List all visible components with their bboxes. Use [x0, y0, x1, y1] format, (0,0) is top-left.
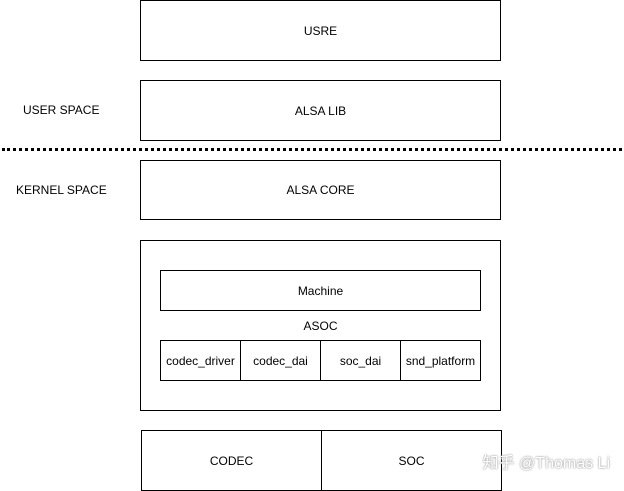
snd-platform-box: snd_platform [400, 340, 481, 381]
codec-hw-box: CODEC [141, 430, 322, 491]
snd-platform-label: snd_platform [405, 353, 476, 368]
usre-layer-label: USRE [303, 23, 338, 38]
alsa-lib-label: ALSA LIB [294, 103, 347, 118]
codec-dai-box: codec_dai [240, 340, 321, 381]
kernel-space-label: KERNEL SPACE [16, 183, 107, 197]
asoc-container [140, 240, 501, 411]
watermark-text: 知乎 @Thomas Li [482, 455, 610, 472]
soc-dai-box: soc_dai [320, 340, 401, 381]
usre-layer-box: USRE [140, 0, 501, 61]
user-space-label: USER SPACE [23, 103, 100, 117]
codec-dai-label: codec_dai [253, 353, 308, 368]
alsa-core-label: ALSA CORE [286, 183, 355, 197]
soc-hw-label: SOC [398, 453, 425, 468]
alsa-lib-box: ALSA LIB [140, 80, 501, 141]
user-kernel-divider [2, 148, 622, 151]
machine-label: Machine [297, 283, 344, 298]
machine-box: Machine [160, 270, 481, 311]
asoc-title: ASOC [303, 319, 338, 333]
codec-driver-box: codec_driver [160, 340, 241, 381]
soc-hw-box: SOC [321, 430, 502, 491]
alsa-core-box: ALSA CORE [140, 160, 501, 220]
soc-dai-label: soc_dai [339, 353, 382, 368]
codec-driver-label: codec_driver [166, 353, 235, 368]
codec-hw-label: CODEC [209, 453, 254, 468]
